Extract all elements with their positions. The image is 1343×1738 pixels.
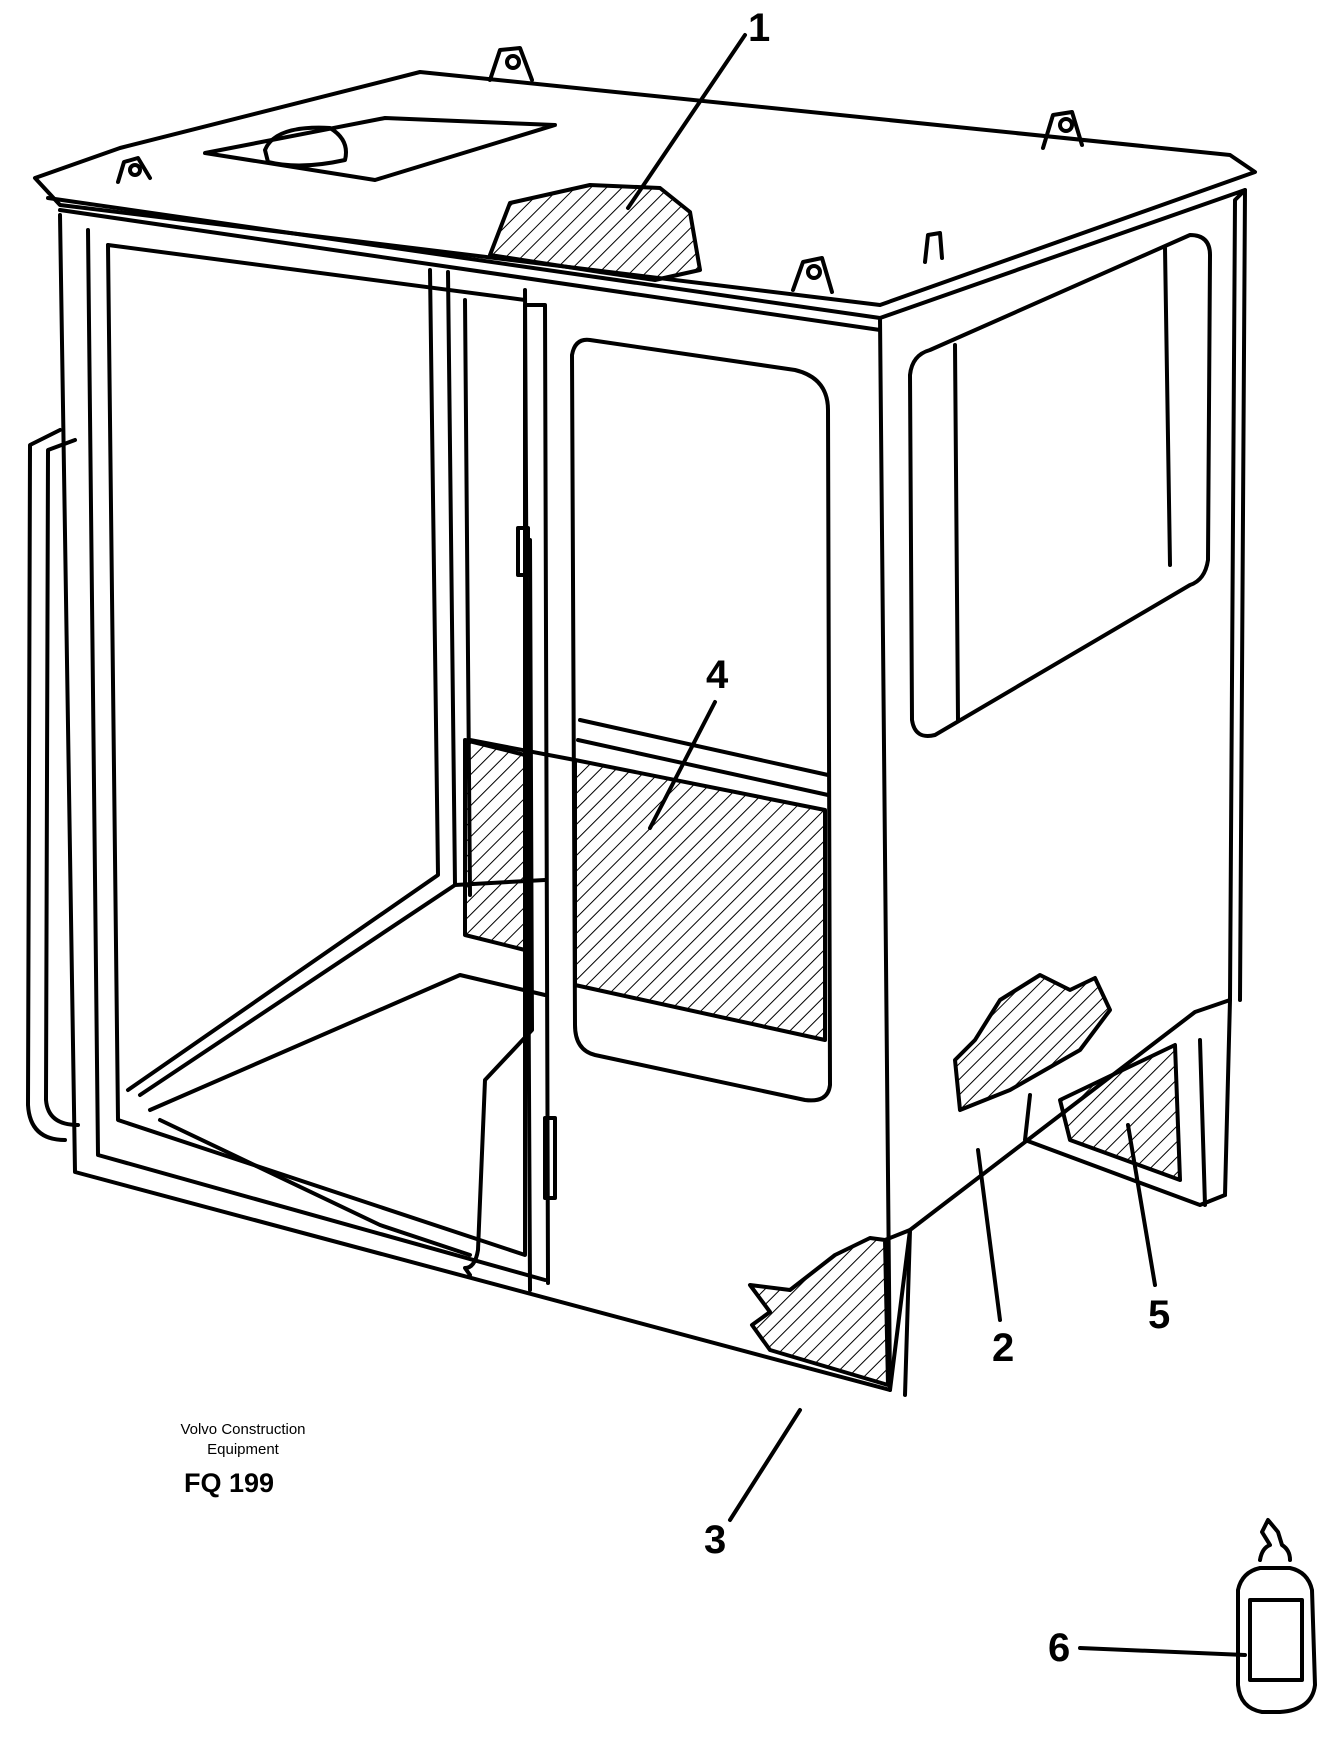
hatch-area-2 — [953, 973, 1112, 1112]
manufacturer-label: Volvo Construction Equipment — [148, 1420, 338, 1460]
leader-1 — [626, 33, 747, 210]
hatch-area-3 — [748, 1236, 890, 1387]
adhesive-bottle — [1236, 1518, 1317, 1714]
right-side-panel — [878, 188, 1247, 1392]
callout-2: 2 — [992, 1326, 1015, 1370]
hatch-area-1 — [488, 183, 702, 282]
leader-6 — [1078, 1646, 1247, 1657]
figure-code: FQ 199 — [184, 1468, 275, 1498]
leader-2 — [976, 1148, 1002, 1322]
hatch-area-rear — [463, 738, 527, 952]
lifting-eyes — [116, 46, 1084, 294]
side-grab-handle — [26, 428, 67, 1142]
hatch-area-5 — [1058, 1043, 1182, 1182]
callout-5: 5 — [1148, 1293, 1171, 1337]
leader-3 — [728, 1408, 802, 1522]
cab-floor — [148, 973, 547, 1112]
callout-3: 3 — [704, 1518, 727, 1562]
manufacturer-line-2: Equipment — [207, 1441, 279, 1458]
leader-5 — [1126, 1123, 1157, 1287]
roof-hatch — [203, 116, 557, 182]
grab-rail — [463, 538, 534, 1277]
callout-4: 4 — [706, 653, 729, 697]
hatch-area-4 — [573, 758, 827, 1042]
roof-front-edge — [46, 196, 882, 320]
door-pillar — [523, 288, 532, 1292]
leader-4 — [648, 700, 717, 830]
door-window — [570, 337, 832, 1103]
side-window — [908, 233, 1212, 738]
callout-6: 6 — [1048, 1626, 1071, 1670]
callout-1: 1 — [748, 6, 771, 50]
manufacturer-line-1: Volvo Construction — [180, 1421, 306, 1438]
roof-outline — [33, 70, 1257, 307]
front-frame — [58, 213, 892, 1392]
